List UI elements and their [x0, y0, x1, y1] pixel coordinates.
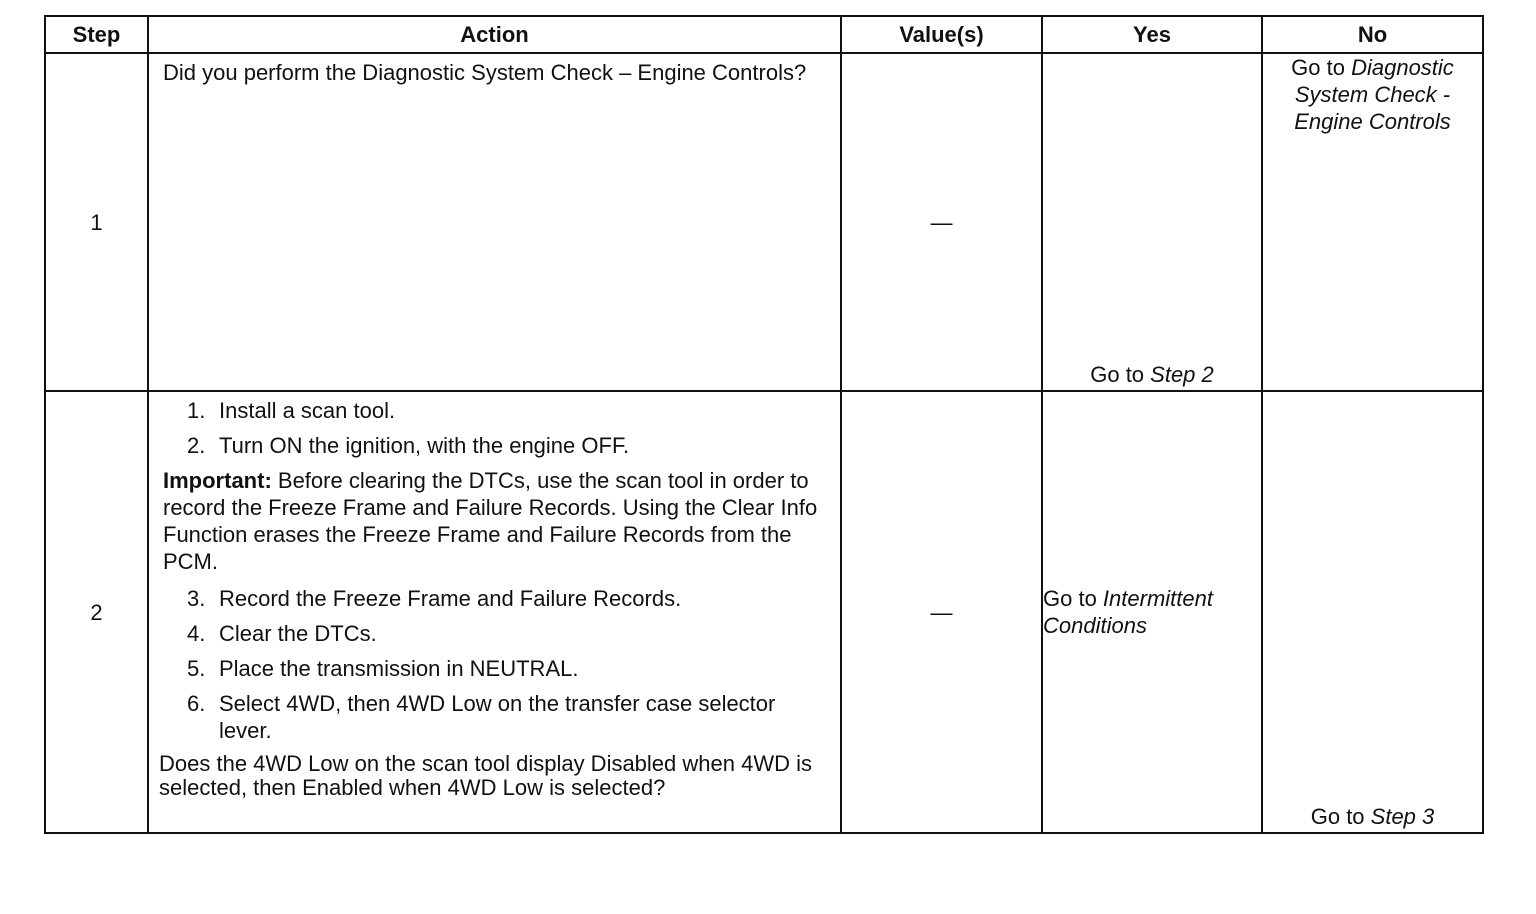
no-cell: Go to Diagnostic System Check - Engine C… [1261, 52, 1484, 392]
yes-prefix: Go to [1043, 586, 1103, 611]
list-number: 1. [187, 398, 206, 423]
list-text: Clear the DTCs. [219, 621, 377, 646]
action-question: Does the 4WD Low on the scan tool displa… [159, 751, 812, 800]
action-text: Did you perform the Diagnostic System Ch… [163, 60, 807, 85]
action-steps-before: 1. Install a scan tool. 2. Turn ON the i… [159, 397, 826, 459]
list-text: Turn ON the ignition, with the engine OF… [219, 433, 630, 458]
header-step: Step [44, 15, 149, 54]
action-content: 1. Install a scan tool. 2. Turn ON the i… [149, 392, 840, 804]
list-item: 5. Place the transmission in NEUTRAL. [159, 655, 826, 682]
list-item: 4. Clear the DTCs. [159, 620, 826, 647]
list-number: 3. [187, 586, 206, 611]
no-prefix: Go to [1310, 804, 1371, 829]
action-cell: Did you perform the Diagnostic System Ch… [147, 52, 842, 392]
table-row: 2 1. Install a scan tool. 2. Turn ON the… [44, 390, 1484, 834]
important-note: Important: Before clearing the DTCs, use… [163, 467, 826, 575]
no-link[interactable]: Diagnostic System Check - Engine Control… [1294, 55, 1454, 134]
value-dash: — [930, 599, 953, 625]
action-steps-after: 3. Record the Freeze Frame and Failure R… [159, 585, 826, 744]
no-link[interactable]: Step 3 [1370, 804, 1435, 829]
yes-reference[interactable]: Go to Step 2 [1043, 361, 1261, 388]
list-number: 2. [187, 433, 206, 458]
no-cell: Go to Step 3 [1261, 390, 1484, 834]
important-text: Before clearing the DTCs, use the scan t… [163, 468, 818, 574]
no-reference[interactable]: Go to Diagnostic System Check - Engine C… [1263, 54, 1482, 135]
list-number: 6. [187, 691, 206, 716]
value-dash: — [930, 209, 953, 235]
header-values: Value(s) [840, 15, 1043, 54]
yes-reference[interactable]: Go to Intermittent Conditions [1043, 585, 1261, 639]
list-text: Select 4WD, then 4WD Low on the transfer… [219, 691, 776, 743]
yes-cell: Go to Intermittent Conditions [1041, 390, 1263, 834]
list-text: Place the transmission in NEUTRAL. [219, 656, 579, 681]
action-cell: 1. Install a scan tool. 2. Turn ON the i… [147, 390, 842, 834]
list-item: 3. Record the Freeze Frame and Failure R… [159, 585, 826, 612]
step-number: 2 [44, 390, 149, 834]
important-label: Important: [163, 468, 272, 493]
table-row: 1 Did you perform the Diagnostic System … [44, 52, 1484, 392]
list-number: 4. [187, 621, 206, 646]
yes-prefix: Go to [1090, 362, 1151, 387]
header-action: Action [147, 15, 842, 54]
step-number: 1 [44, 52, 149, 392]
list-text: Record the Freeze Frame and Failure Reco… [219, 586, 682, 611]
no-prefix: Go to [1291, 55, 1352, 80]
list-number: 5. [187, 656, 206, 681]
list-text: Install a scan tool. [219, 398, 396, 423]
value-cell: — [840, 52, 1043, 392]
list-item: 2. Turn ON the ignition, with the engine… [159, 432, 826, 459]
header-yes: Yes [1041, 15, 1263, 54]
no-reference[interactable]: Go to Step 3 [1263, 803, 1482, 830]
yes-link[interactable]: Intermittent Conditions [1043, 586, 1213, 638]
diagnostic-table: Step Action Value(s) Yes No 1 Did you pe… [44, 15, 1484, 834]
header-no: No [1261, 15, 1484, 54]
header-row: Step Action Value(s) Yes No [44, 15, 1484, 54]
yes-link[interactable]: Step 2 [1150, 362, 1214, 387]
list-item: 6. Select 4WD, then 4WD Low on the trans… [159, 690, 826, 744]
value-cell: — [840, 390, 1043, 834]
list-item: 1. Install a scan tool. [159, 397, 826, 424]
yes-cell: Go to Step 2 [1041, 52, 1263, 392]
